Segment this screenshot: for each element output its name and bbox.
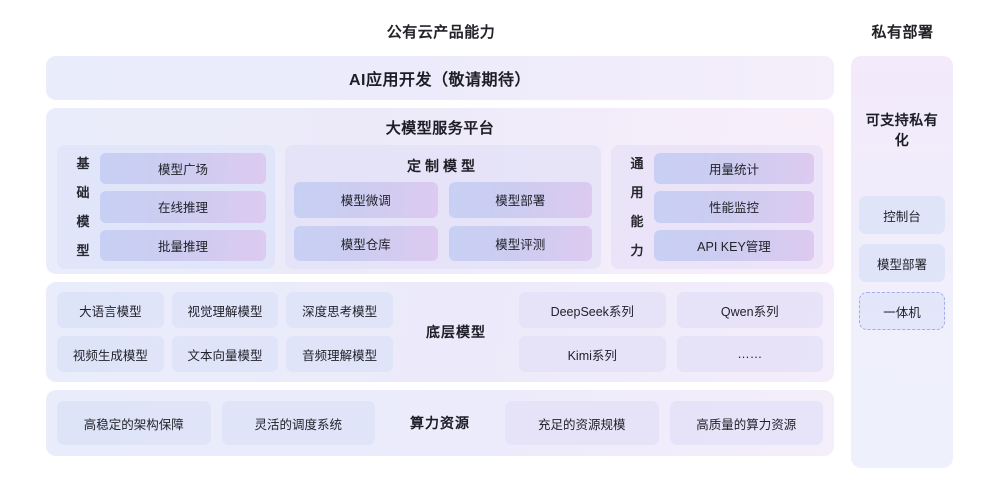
chip-large-language-model[interactable]: 大语言模型 [57,292,164,328]
chip-deep-reasoning-model[interactable]: 深度思考模型 [286,292,393,328]
chip-deepseek-series[interactable]: DeepSeek系列 [519,292,666,328]
chip-usage-statistics[interactable]: 用量统计 [654,153,814,185]
foundation-series-grid: DeepSeek系列 Qwen系列 Kimi系列 …… [519,292,823,372]
general-capability-label-char-0: 通 [630,156,644,171]
chip-vision-understanding-model[interactable]: 视觉理解模型 [171,292,279,328]
general-capability-vertical-label: 通 用 能 力 [620,153,654,261]
chip-api-key-management[interactable]: API KEY管理 [654,229,814,261]
chip-batch-inference[interactable]: 批量推理 [100,229,266,261]
chip-performance-monitoring[interactable]: 性能监控 [654,191,814,223]
base-model-label-char-1: 础 [76,185,90,200]
ai-application-band: AI应用开发（敬请期待） [46,56,834,100]
base-model-label-char-3: 型 [76,243,90,258]
foundation-model-band: 大语言模型 视觉理解模型 深度思考模型 视频生成模型 文本向量模型 音频理解模型… [46,282,834,382]
general-capability-label-char-1: 用 [630,185,644,200]
public-cloud-column-title: 公有云产品能力 [386,24,496,41]
compute-resource-label: 算力资源 [410,415,470,431]
platform-groups-row: 基 础 模 型 模型广场 在线推理 批量推理 定制模型 模型微调 [57,145,823,269]
model-service-platform-title: 大模型服务平台 [385,120,495,137]
public-cloud-column: AI应用开发（敬请期待） 大模型服务平台 基 础 模 型 模型广场 在线推理 批… [46,56,834,468]
chip-online-inference[interactable]: 在线推理 [100,191,266,223]
chip-console[interactable]: 控制台 [859,196,945,234]
chip-model-evaluation[interactable]: 模型评测 [448,225,592,261]
chip-more-series[interactable]: …… [676,336,823,372]
chip-private-model-deploy[interactable]: 模型部署 [859,244,945,282]
ai-application-title: AI应用开发（敬请期待） [348,72,531,89]
foundation-capability-grid: 大语言模型 视觉理解模型 深度思考模型 视频生成模型 文本向量模型 音频理解模型 [57,292,393,372]
custom-model-group: 定制模型 模型微调 模型部署 模型仓库 模型评测 [285,145,601,269]
private-deploy-item-list: 控制台 模型部署 一体机 [859,196,945,330]
compute-resource-band: 高稳定的架构保障 灵活的调度系统 算力资源 充足的资源规模 高质量的算力资源 [46,390,834,456]
chip-model-marketplace[interactable]: 模型广场 [100,153,266,185]
chip-all-in-one-machine[interactable]: 一体机 [859,292,945,330]
chip-model-repository[interactable]: 模型仓库 [294,225,438,261]
chip-stable-architecture[interactable]: 高稳定的架构保障 [57,401,211,445]
general-capability-label-char-2: 能 [630,214,644,229]
general-capability-chip-list: 用量统计 性能监控 API KEY管理 [654,153,814,261]
chip-video-generation-model[interactable]: 视频生成模型 [57,336,164,372]
chip-sufficient-resource-scale[interactable]: 充足的资源规模 [505,401,659,445]
base-model-chip-list: 模型广场 在线推理 批量推理 [100,153,266,261]
base-model-label-char-2: 模 [76,214,90,229]
base-model-vertical-label: 基 础 模 型 [66,153,100,261]
chip-high-quality-compute[interactable]: 高质量的算力资源 [669,401,823,445]
private-deploy-panel: 可支持私有化 控制台 模型部署 一体机 [851,56,953,468]
base-model-group: 基 础 模 型 模型广场 在线推理 批量推理 [57,145,275,269]
foundation-model-label: 底层模型 [426,324,486,340]
private-deploy-heading: 可支持私有化 [865,112,939,148]
chip-text-embedding-model[interactable]: 文本向量模型 [171,336,279,372]
chip-model-finetune[interactable]: 模型微调 [294,182,438,218]
chip-flexible-scheduling[interactable]: 灵活的调度系统 [221,401,375,445]
model-service-platform-band: 大模型服务平台 基 础 模 型 模型广场 在线推理 批量推理 [46,108,834,274]
custom-model-group-title: 定制模型 [407,158,479,174]
chip-qwen-series[interactable]: Qwen系列 [676,292,823,328]
private-deploy-column-title: 私有部署 [871,24,934,41]
custom-model-chip-grid: 模型微调 模型部署 模型仓库 模型评测 [294,182,592,261]
chip-audio-understanding-model[interactable]: 音频理解模型 [286,336,393,372]
chip-model-deploy[interactable]: 模型部署 [448,182,592,218]
general-capability-label-char-3: 力 [630,243,644,258]
base-model-label-char-0: 基 [76,156,90,171]
chip-kimi-series[interactable]: Kimi系列 [519,336,666,372]
general-capability-group: 通 用 能 力 用量统计 性能监控 API KEY管理 [611,145,823,269]
